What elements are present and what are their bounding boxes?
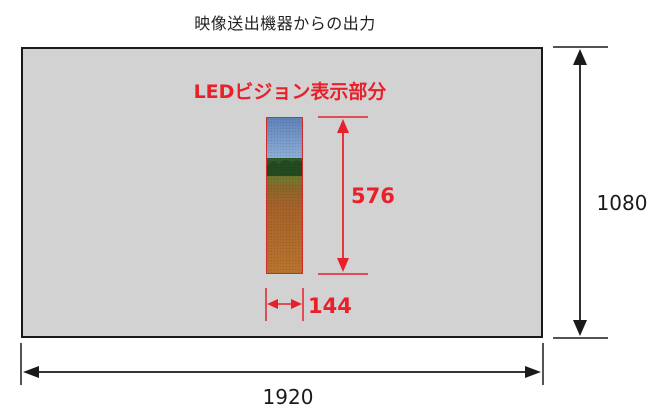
output-title: 映像送出機器からの出力	[194, 14, 376, 33]
led-display-area	[266, 117, 303, 274]
red-arrow-right-icon	[291, 299, 302, 309]
height-value: 1080	[597, 191, 648, 215]
arrow-down-icon	[573, 320, 587, 336]
red-arrow-down-icon	[337, 258, 349, 272]
arrow-up-icon	[573, 49, 587, 65]
led-width-value: 144	[308, 294, 352, 318]
red-arrow-up-icon	[337, 119, 349, 133]
arrow-left-icon	[23, 366, 39, 378]
red-arrow-left-icon	[267, 299, 278, 309]
led-display-label: LEDビジョン表示部分	[193, 81, 387, 103]
width-value: 1920	[263, 385, 314, 408]
landscape-image	[267, 118, 302, 273]
arrow-right-icon	[525, 366, 541, 378]
led-height-value: 576	[351, 184, 395, 208]
